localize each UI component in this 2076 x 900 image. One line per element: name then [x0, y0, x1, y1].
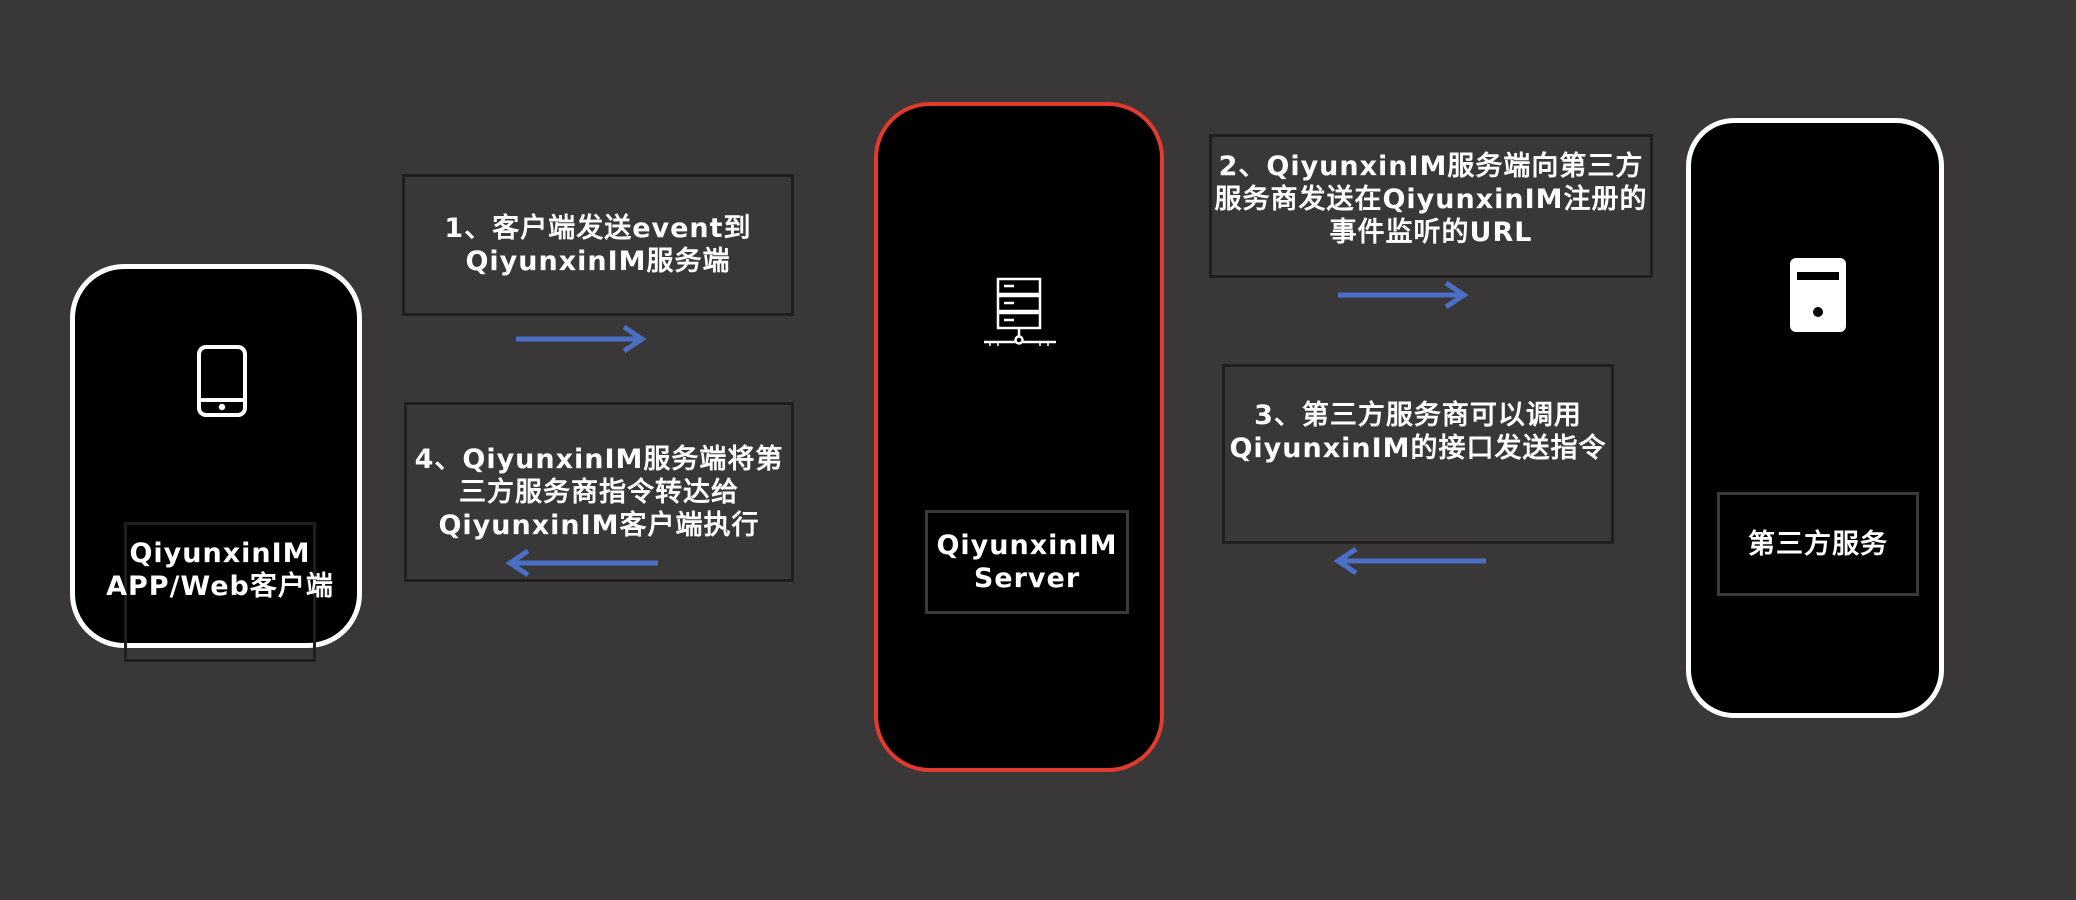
server-label-box: QiyunxinIM Server [925, 510, 1129, 614]
client-device-frame [70, 264, 362, 648]
client-label-box: QiyunxinIM APP/Web客户端 [106, 522, 333, 662]
mobile-phone-icon [197, 345, 247, 417]
third-party-device-frame [1686, 118, 1944, 718]
step4-message-box: 4、QiyunxinIM服务端将第 三方服务商指令转达给 QiyunxinIM客… [404, 402, 794, 582]
right-arrow-icon [516, 324, 647, 354]
server-rack-icon [984, 277, 1056, 346]
left-arrow-icon [505, 548, 658, 578]
server-tower-icon [1790, 258, 1846, 332]
step3-text: 3、第三方服务商可以调用 QiyunxinIM的接口发送指令 [1229, 400, 1607, 464]
step1-text: 1、客户端发送event到 QiyunxinIM服务端 [444, 213, 752, 277]
step4-text: 4、QiyunxinIM服务端将第 三方服务商指令转达给 QiyunxinIM客… [414, 443, 784, 541]
step3-message-box: 3、第三方服务商可以调用 QiyunxinIM的接口发送指令 [1222, 364, 1614, 544]
right-arrow-icon [1338, 280, 1469, 310]
step2-message-box: 2、QiyunxinIM服务端向第三方 服务商发送在QiyunxinIM注册的 … [1209, 134, 1653, 278]
server-label: QiyunxinIM Server [936, 530, 1118, 594]
step1-message-box: 1、客户端发送event到 QiyunxinIM服务端 [402, 174, 794, 316]
third-party-label: 第三方服务 [1748, 528, 1888, 560]
third-party-label-box: 第三方服务 [1717, 492, 1919, 596]
client-label: QiyunxinIM APP/Web客户端 [106, 538, 334, 602]
step2-text: 2、QiyunxinIM服务端向第三方 服务商发送在QiyunxinIM注册的 … [1214, 150, 1648, 248]
server-device-frame [874, 102, 1164, 772]
left-arrow-icon [1333, 546, 1486, 576]
